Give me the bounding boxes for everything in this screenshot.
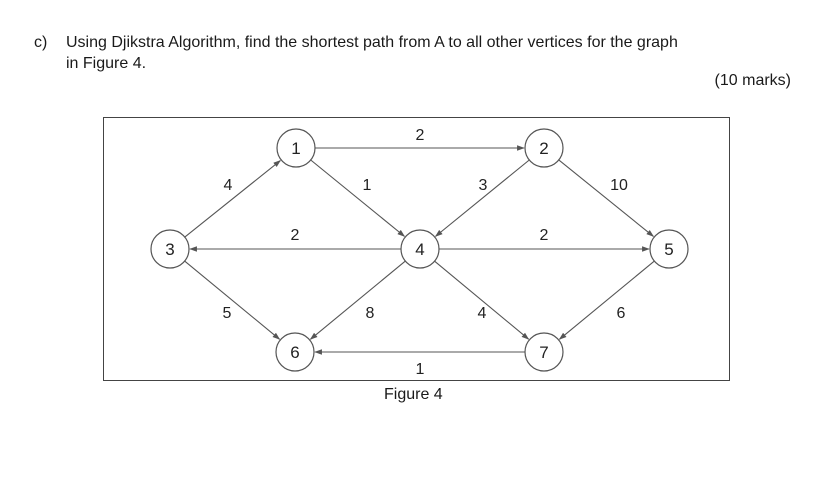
edge-2-5 bbox=[558, 159, 655, 237]
edge-weight-4-5: 2 bbox=[540, 227, 549, 244]
marks-label: (10 marks) bbox=[714, 72, 791, 89]
node-2: 2 bbox=[524, 128, 564, 168]
node-circle-5 bbox=[649, 229, 689, 269]
question-line-1: c) Using Djikstra Algorithm, find the sh… bbox=[34, 32, 794, 53]
edge-weight-3-1: 4 bbox=[224, 177, 233, 194]
node-6: 6 bbox=[275, 332, 315, 372]
node-label-6: 6 bbox=[290, 343, 299, 362]
edge-weight-7-6: 1 bbox=[416, 361, 425, 378]
node-5: 5 bbox=[649, 229, 689, 269]
node-label-7: 7 bbox=[539, 343, 548, 362]
node-circle-3 bbox=[150, 229, 190, 269]
edge-weight-2-5: 10 bbox=[610, 177, 628, 194]
node-7: 7 bbox=[524, 332, 564, 372]
node-circle-1 bbox=[276, 128, 316, 168]
edge-4-6 bbox=[309, 260, 406, 340]
edge-weight-4-7: 4 bbox=[478, 305, 487, 322]
nodes-layer: 1 2 3 4 5 6 7 bbox=[150, 128, 689, 372]
node-label-5: 5 bbox=[664, 240, 673, 259]
question-line-1-text: Using Djikstra Algorithm, find the short… bbox=[66, 34, 678, 51]
node-label-3: 3 bbox=[165, 240, 174, 259]
node-1: 1 bbox=[276, 128, 316, 168]
edge-5-7 bbox=[558, 260, 655, 340]
node-label-4: 4 bbox=[415, 240, 424, 259]
edge-3-1 bbox=[184, 160, 281, 238]
edge-weight-4-3: 2 bbox=[291, 227, 300, 244]
question-line-2-text: in Figure 4. bbox=[66, 55, 147, 72]
edge-weight-1-4: 1 bbox=[363, 177, 372, 194]
edge-weight-3-6: 5 bbox=[223, 305, 232, 322]
node-label-1: 1 bbox=[291, 139, 300, 158]
edge-weight-2-4: 3 bbox=[479, 177, 488, 194]
figure-caption: Figure 4 bbox=[384, 386, 443, 403]
edge-4-7 bbox=[434, 260, 530, 340]
node-circle-4 bbox=[400, 229, 440, 269]
question-text: c) Using Djikstra Algorithm, find the sh… bbox=[34, 32, 794, 74]
edge-weight-1-2: 2 bbox=[416, 127, 425, 144]
edge-1-4 bbox=[310, 159, 406, 237]
edge-weight-4-6: 8 bbox=[366, 305, 375, 322]
node-circle-2 bbox=[524, 128, 564, 168]
node-circle-6 bbox=[275, 332, 315, 372]
node-4: 4 bbox=[400, 229, 440, 269]
edge-weight-5-7: 6 bbox=[617, 305, 626, 322]
node-circle-7 bbox=[524, 332, 564, 372]
edge-2-4 bbox=[434, 159, 530, 237]
node-3: 3 bbox=[150, 229, 190, 269]
figure-frame bbox=[103, 117, 730, 381]
node-label-2: 2 bbox=[539, 139, 548, 158]
question-label: c) bbox=[34, 34, 48, 51]
edges-layer: 2 4 1 3 10 2 2 5 8 4 6 1 bbox=[184, 127, 655, 378]
question-line-2: in Figure 4. bbox=[34, 53, 794, 74]
edge-3-6 bbox=[184, 260, 281, 340]
